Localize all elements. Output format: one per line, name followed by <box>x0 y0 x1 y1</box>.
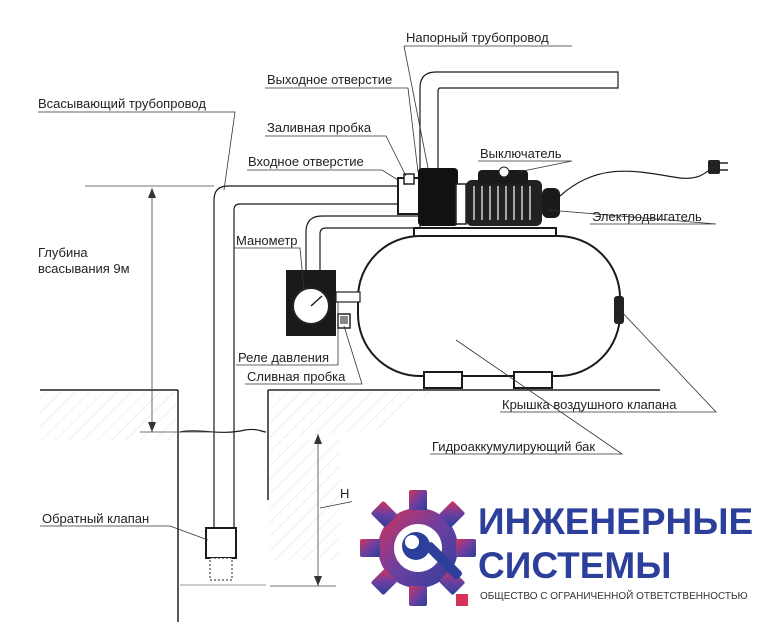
label-suction-pipe: Всасывающий трубопровод <box>38 96 206 111</box>
label-depth-line2: всасывания 9м <box>38 261 130 276</box>
label-switch: Выключатель <box>480 146 562 161</box>
check-valve <box>205 527 237 581</box>
label-outlet: Выходное отверстие <box>267 72 392 87</box>
label-h: Н <box>340 486 349 501</box>
suction-pipe <box>213 185 400 530</box>
hydro-tank <box>357 235 624 389</box>
labels: Напорный трубопровод Выходное отверстие … <box>38 30 702 526</box>
label-inlet: Входное отверстие <box>248 154 364 169</box>
gear-wrench-icon <box>360 490 476 606</box>
label-drain-plug: Сливная пробка <box>247 369 346 384</box>
label-fill-plug: Заливная пробка <box>267 120 372 135</box>
pump-body <box>397 168 467 226</box>
label-tank: Гидроаккумулирующий бак <box>432 439 595 454</box>
h-dimension <box>270 434 361 587</box>
label-pressure-relay: Реле давления <box>238 350 329 365</box>
label-air-valve-cap: Крышка воздушного клапана <box>502 397 677 412</box>
pressure-pipe <box>419 71 619 170</box>
depth-dimension <box>85 185 214 433</box>
company-logo: ИНЖЕНЕРНЫЕ СИСТЕМЫ ОБЩЕСТВО С ОГРАНИЧЕНН… <box>352 488 762 618</box>
leader-lines <box>38 45 717 541</box>
label-motor: Электродвигатель <box>592 209 702 224</box>
logo-tagline: ОБЩЕСТВО С ОГРАНИЧЕННОЙ ОТВЕТСТВЕННОСТЬЮ <box>480 589 748 602</box>
label-manometer: Манометр <box>236 233 298 248</box>
logo-title-line1: ИНЖЕНЕРНЫЕ <box>478 501 753 542</box>
manometer <box>286 270 361 336</box>
label-depth-line1: Глубина <box>38 245 88 260</box>
ground <box>40 389 660 622</box>
label-check-valve: Обратный клапан <box>42 511 149 526</box>
logo-title-line2: СИСТЕМЫ <box>478 545 671 586</box>
label-pressure-pipe: Напорный трубопровод <box>406 30 549 45</box>
